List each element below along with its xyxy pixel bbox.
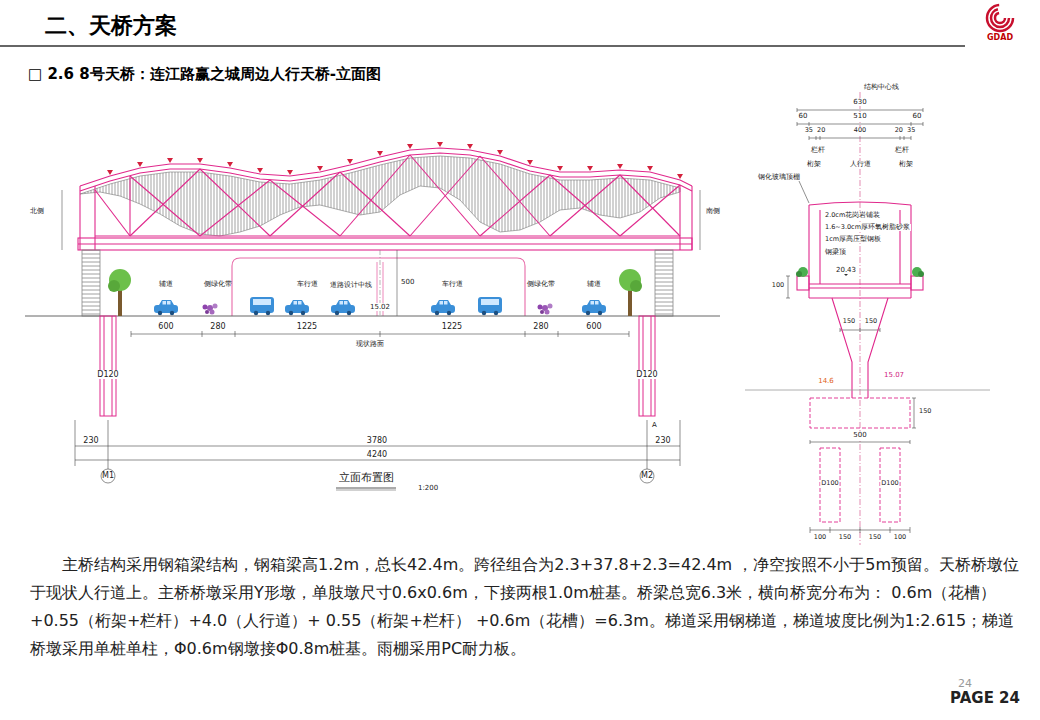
part-label: 人行道 (849, 161, 872, 168)
pile-label: D100 (820, 480, 839, 487)
dimension: 100 (814, 534, 826, 541)
dimension: 1225 (297, 322, 317, 331)
elevation-mark: 14.6 (818, 377, 834, 385)
lane-label: 辅道 (587, 280, 601, 288)
body-text: 主桥结构采用钢箱梁结构，钢箱梁高1.2m，总长42.4m。跨径组合为2.3+37… (30, 551, 1020, 663)
dimension: 35 (805, 127, 813, 134)
lane-label: 车行道 (297, 280, 318, 288)
page-number: 24 (958, 678, 972, 691)
ground-label: 现状路面 (356, 340, 384, 348)
centerline-label: 结构中心线 (864, 84, 899, 91)
dimension: 280 (533, 322, 548, 331)
dimension: 20 (817, 127, 825, 134)
dimension: 20 (895, 127, 903, 134)
layer-note: 钢梁顶 (824, 249, 847, 256)
layer-note: 2.0cm花岗岩铺装 (824, 212, 881, 219)
axis-label: M1 (102, 471, 114, 480)
dimension: 3780 (367, 436, 387, 445)
dimension: 1225 (442, 322, 462, 331)
dimension: 150 (839, 534, 851, 541)
dimension: 150 (865, 318, 877, 325)
lane-label: 车行道 (442, 280, 463, 288)
drawing-title: 立面布置图 (339, 472, 394, 485)
dimension: 150 (843, 318, 855, 325)
section-mark: A (652, 421, 657, 429)
dimension: 150 (919, 408, 931, 415)
pier-label: D120 (635, 370, 658, 379)
lane-label: 辅道 (159, 280, 173, 288)
dimension: 4240 (367, 450, 387, 459)
pile-label: D100 (880, 480, 899, 487)
dimension: 150 (869, 534, 881, 541)
part-label: 栏杆 (811, 147, 825, 154)
elevation-mark: 20.43 (835, 266, 857, 274)
dimension: 280 (210, 322, 225, 331)
layer-note: 1cm厚高压型钢板 (824, 236, 882, 243)
page-title: 二、天桥方案 (45, 13, 177, 38)
side-label: 南侧 (706, 207, 720, 215)
dimension: 60 (913, 112, 922, 120)
centerline-label: 道路设计中线 (330, 281, 372, 289)
drawing-scale: 1:200 (418, 484, 438, 492)
part-label: 桁架 (807, 161, 821, 168)
dimension: 400 (853, 127, 867, 134)
part-label: 栏杆 (895, 147, 909, 154)
dimension: 35 (907, 127, 915, 134)
lane-label: 侧绿化带 (527, 280, 555, 288)
dimension: 630 (852, 98, 867, 106)
dimension: 600 (586, 322, 601, 331)
elevation-mark: 15.02 (369, 303, 391, 311)
dimension: 100 (894, 534, 906, 541)
part-label: 钢化玻璃顶棚 (758, 174, 800, 181)
page-label: PAGE 24 (950, 690, 1020, 707)
dimension: 510 (852, 112, 867, 120)
side-label: 北侧 (30, 207, 44, 215)
logo-text: GDAD (987, 33, 1013, 42)
pier-label: D120 (96, 370, 119, 379)
dimension: 230 (655, 436, 670, 445)
section-heading: □ 2.6 8号天桥：连江路赢之城周边人行天桥-立面图 (28, 66, 381, 83)
dimension: 230 (83, 436, 98, 445)
elevation-mark: 15.07 (884, 371, 904, 379)
dimension: 600 (158, 322, 173, 331)
lane-label: 侧绿化带 (204, 280, 232, 288)
part-label: 桁架 (899, 161, 913, 168)
axis-label: M2 (641, 471, 653, 480)
layer-note: 1.6~3.0cm厚环氧树脂砂浆 (824, 224, 911, 231)
dimension: 500 (852, 431, 867, 439)
dimension: 100 (772, 282, 784, 289)
clearance-dimension: 500 (401, 278, 414, 286)
dimension: 60 (799, 112, 808, 120)
